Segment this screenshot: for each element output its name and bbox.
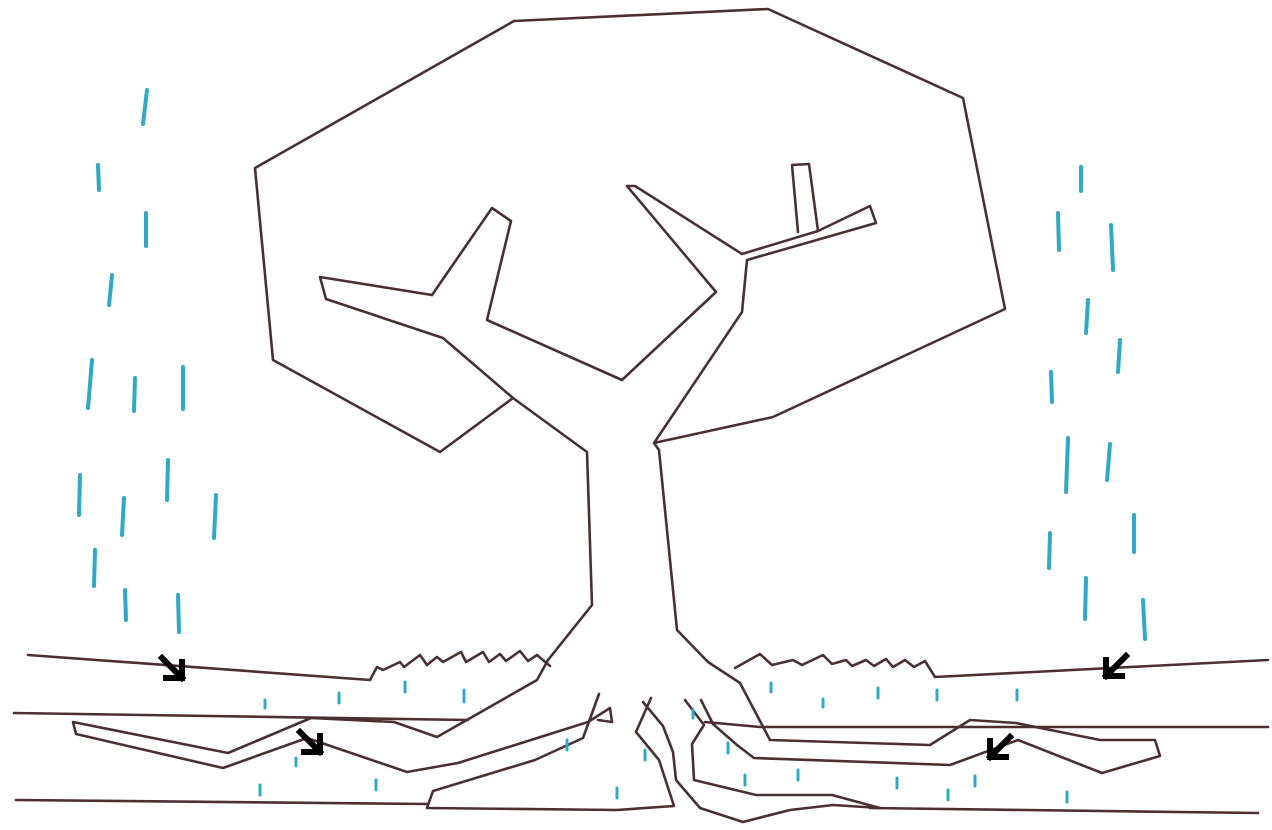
rain-drop-icon (1118, 340, 1120, 372)
rain-drop-icon (134, 378, 135, 411)
trunk-right-edge (654, 443, 740, 683)
rain-drop-icon (1143, 600, 1145, 639)
rain-drop-icon (1107, 444, 1110, 480)
soil-water-group (260, 682, 1067, 802)
rain-drop-icon (1058, 213, 1059, 250)
canopy-outline-left (255, 21, 514, 452)
rain-drop-icon (122, 498, 124, 535)
arrow-down-right-icon (162, 658, 182, 678)
rain-drop-icon (1086, 300, 1088, 333)
branch-right-twig (792, 164, 818, 232)
branch-left-fork (432, 186, 818, 380)
rain-drop-icon (88, 360, 92, 408)
rain-drop-icon (1085, 578, 1086, 619)
arrow-down-left-icon (1106, 656, 1126, 676)
arrow-down-left-icon (990, 737, 1010, 757)
rain-drop-icon (94, 550, 95, 586)
rain-drop-icon (178, 595, 179, 632)
rain-drop-icon (1049, 533, 1050, 568)
rain-drop-icon (143, 90, 147, 124)
rain-drop-icon (98, 165, 99, 190)
rain-drop-icon (109, 275, 112, 305)
rain-drop-icon (1051, 372, 1052, 402)
ground-surface-line-right (735, 654, 1268, 677)
rain-drop-icon (214, 495, 216, 538)
rain-drop-icon (167, 460, 168, 500)
rain-drop-icon (1066, 438, 1068, 492)
branch-right-fork (654, 206, 876, 443)
rain-left-group (79, 90, 216, 632)
ground-surface-line (28, 651, 550, 680)
arrow-down-right-icon (300, 732, 320, 752)
canopy-outline (514, 9, 1005, 443)
trunk-left-edge (320, 277, 592, 660)
rain-drop-icon (79, 475, 80, 515)
soil-layer-line-2 (16, 800, 1258, 813)
rain-drop-icon (125, 590, 126, 620)
root-center-left (427, 694, 674, 810)
rain-right-group (1049, 167, 1145, 639)
rain-drop-icon (1111, 225, 1113, 270)
